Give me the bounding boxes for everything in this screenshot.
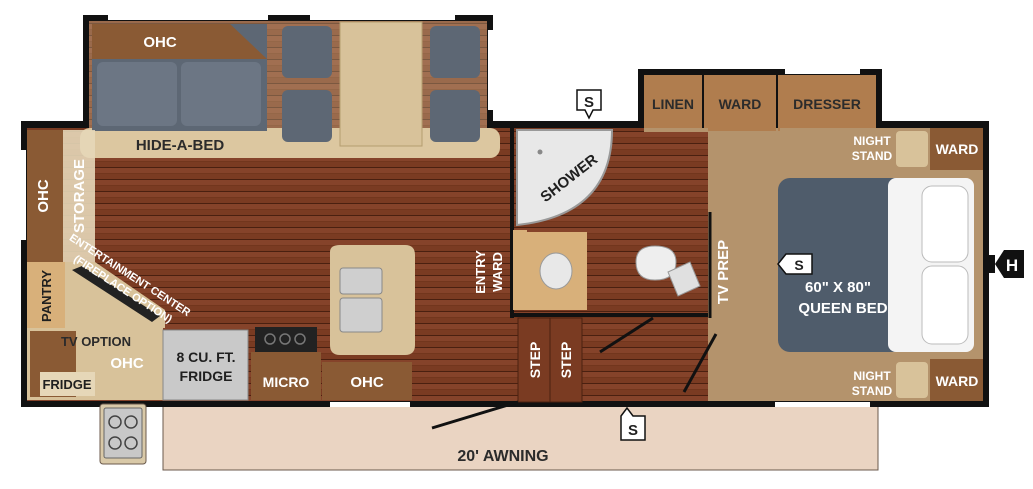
small-fridge	[40, 372, 95, 396]
window-bottom-2	[775, 402, 870, 407]
speaker-top-label: S	[584, 94, 594, 111]
speaker-bottom-label: S	[628, 422, 638, 439]
window-top-2	[310, 15, 455, 20]
pantry	[27, 262, 65, 328]
entry-door	[431, 400, 519, 430]
dinette-table	[339, 21, 423, 147]
ward-bedroom-top	[930, 128, 983, 170]
burner-3	[294, 333, 306, 345]
night-stand-top	[896, 131, 928, 167]
speaker-bed-label: S	[794, 257, 803, 273]
pillow-top	[921, 185, 969, 263]
linen-label: LINEN	[652, 96, 694, 112]
dresser-label: DRESSER	[793, 96, 861, 112]
fridge-size-label-1: 8 CU. FT.	[176, 349, 235, 365]
window-bedroom-top	[785, 69, 860, 74]
speaker-marker-top: S	[576, 89, 602, 120]
window-top-1	[108, 15, 268, 20]
grill-burner-1	[108, 415, 122, 429]
hide-a-bed-label: HIDE-A-BED	[136, 137, 224, 154]
ohc-sofa-label: OHC	[143, 34, 177, 51]
ward-bedroom-top-label: WARD	[936, 141, 979, 157]
step-2	[549, 317, 583, 403]
bedroom-door	[682, 333, 718, 393]
step-1	[517, 317, 551, 403]
fridge-size-label-2: FRIDGE	[180, 368, 233, 384]
sofa-seat-right	[181, 62, 261, 126]
pantry-label: PANTRY	[39, 270, 54, 322]
speaker-marker-bottom: S	[620, 406, 646, 441]
step-label-1: STEP	[527, 342, 543, 379]
outdoor-grill-top	[103, 407, 143, 459]
ohc-kitchen-right-label: OHC	[350, 374, 384, 391]
hitch-marker	[995, 250, 1024, 278]
sofa-seat-left	[97, 62, 177, 126]
burner-1	[264, 333, 276, 345]
bed-size-label: 60" X 80"	[805, 279, 871, 296]
sink-basin-1	[339, 267, 383, 295]
ohc-sofa-angle	[230, 24, 267, 59]
awning-label: 20' AWNING	[457, 448, 548, 465]
ward-bedroom-bottom	[930, 359, 983, 401]
toilet	[635, 245, 677, 281]
dinette-chair-4	[430, 90, 480, 142]
bath-sink	[539, 252, 573, 290]
ohc-left	[27, 130, 63, 262]
ward-top-label: WARD	[719, 96, 762, 112]
entry-ward	[513, 230, 527, 310]
bed-name-label: QUEEN BED	[798, 300, 887, 317]
large-fridge	[162, 329, 249, 401]
tv-option-label: TV OPTION	[61, 334, 131, 349]
ohc-kitchen-right	[322, 362, 412, 400]
grill-burner-4	[124, 436, 138, 450]
bedroom-floor-upper	[644, 128, 708, 132]
awning-area	[162, 403, 879, 471]
grill-burner-2	[124, 415, 138, 429]
ohc-left-label: OHC	[35, 179, 52, 213]
microwave	[251, 352, 321, 400]
bath-door	[599, 316, 654, 354]
hall-carpet	[708, 128, 780, 401]
step-label-2: STEP	[558, 342, 574, 379]
ward-bedroom-bottom-label: WARD	[936, 373, 979, 389]
shower-drain	[537, 149, 543, 155]
bath-wall-bottom	[510, 313, 710, 317]
dinette-chair-1	[282, 26, 332, 78]
tv-prep-label: TV PREP	[715, 240, 732, 304]
ohc-kitchen-left-label: OHC	[110, 355, 144, 372]
toilet-tank	[667, 261, 701, 297]
pillow-bottom	[921, 265, 969, 345]
entry-ward-label-1: ENTRY	[473, 250, 488, 294]
fridge-label: FRIDGE	[42, 377, 91, 392]
night-stand-bottom	[896, 362, 928, 398]
grill-burner-3	[108, 436, 122, 450]
storage-label: STORAGE	[71, 159, 88, 233]
night-stand-top-label-1: NIGHT	[853, 134, 891, 148]
storage	[63, 130, 95, 262]
dinette-chair-2	[282, 90, 332, 142]
micro-label: MICRO	[263, 374, 310, 390]
sink-basin-2	[339, 297, 383, 333]
linen-cabinet	[644, 75, 702, 131]
night-stand-bottom-label-1: NIGHT	[853, 369, 891, 383]
hitch-label: H	[1006, 256, 1018, 275]
ward-top-cabinet	[704, 75, 776, 131]
window-left	[21, 150, 26, 240]
night-stand-bottom-label-2: STAND	[852, 384, 893, 398]
bath-wall-left	[510, 128, 514, 318]
tv-fireplace	[72, 266, 160, 322]
entry-ward-label-2: WARD	[490, 252, 505, 292]
window-bottom-1	[330, 402, 410, 407]
speaker-marker-bed: S	[777, 253, 813, 275]
window-slide-right	[488, 30, 493, 110]
dresser	[778, 75, 876, 131]
hitch-stub	[989, 255, 995, 273]
burner-2	[279, 333, 291, 345]
night-stand-top-label-2: STAND	[852, 149, 893, 163]
dinette-chair-3	[430, 26, 480, 78]
